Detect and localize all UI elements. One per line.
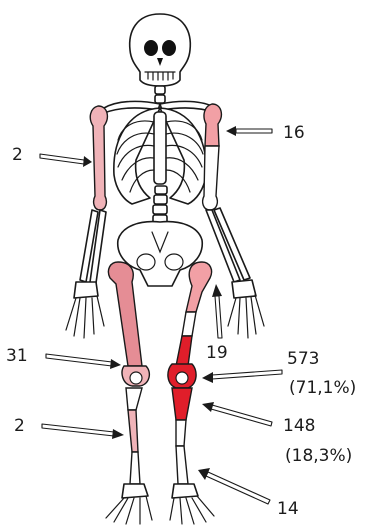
hand-right: [228, 280, 264, 338]
arrow-femur-left: [46, 354, 121, 369]
humerus-right: [203, 104, 222, 210]
label-tibia-left: 2: [14, 416, 25, 436]
label-knee-right-pct: (71,1%): [289, 378, 356, 398]
tibia-left: [126, 388, 142, 484]
arrow-tibia-right: [202, 402, 272, 426]
arrow-humerus-right: [226, 126, 272, 136]
arrow-knee-right: [202, 370, 282, 383]
label-humerus-left: 2: [12, 145, 23, 165]
hand-left: [66, 282, 104, 338]
arrow-foot-right: [198, 468, 270, 504]
arrow-humerus-left: [40, 154, 92, 167]
forearm-left: [80, 210, 106, 283]
foot-right: [170, 484, 214, 524]
knee-right: [168, 364, 196, 388]
knee-left: [122, 366, 149, 386]
label-knee-right-count: 573: [287, 349, 319, 369]
label-tibia-right-count: 148: [283, 416, 315, 436]
label-humerus-right: 16: [283, 123, 305, 143]
humerus-left: [90, 106, 107, 210]
arrow-femur-right: [212, 284, 222, 338]
skull: [130, 14, 191, 86]
tibia-right: [172, 388, 192, 484]
label-femur-right: 19: [206, 343, 228, 363]
forearm-right: [206, 208, 250, 282]
label-foot-right: 14: [277, 499, 299, 519]
label-tibia-right-pct: (18,3%): [285, 446, 352, 466]
foot-left: [106, 484, 152, 524]
label-femur-left: 31: [6, 346, 28, 366]
femur-left: [108, 262, 142, 366]
arrow-tibia-left: [42, 424, 124, 439]
